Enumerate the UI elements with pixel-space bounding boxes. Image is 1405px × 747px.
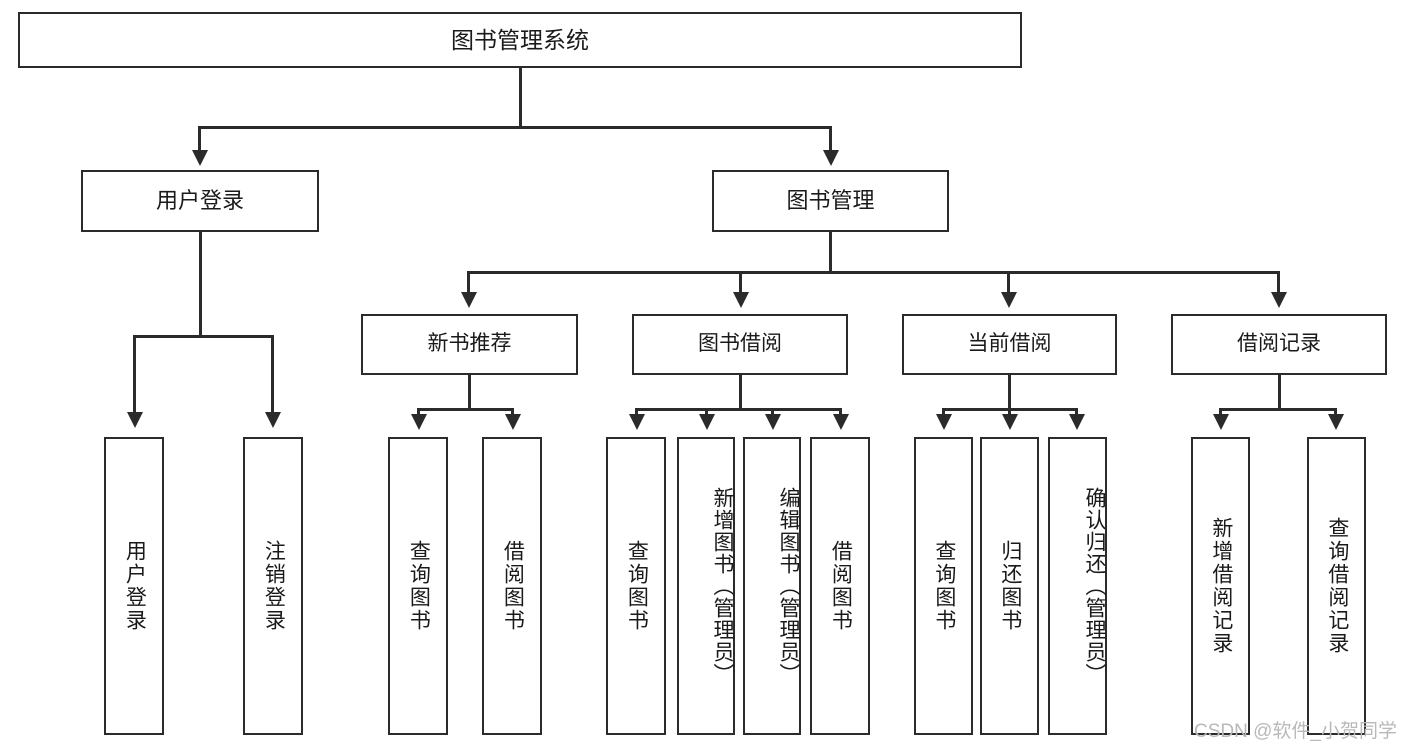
arrow-to-nbr-leaf-2 [505, 414, 521, 430]
leaf-cb-return-book[interactable]: 归还图书 [980, 437, 1039, 735]
connector-user-login-bus [133, 335, 273, 338]
leaf-cb-query-book-label: 查询图书 [932, 540, 956, 632]
arrow-to-bb-leaf-3 [765, 414, 781, 430]
connector-bb-drop-1 [635, 408, 638, 416]
leaf-br-query-record-label: 查询借阅记录 [1325, 517, 1349, 655]
leaf-nbr-query-book[interactable]: 查询图书 [388, 437, 448, 735]
connector-book-management-stem [829, 232, 832, 271]
connector-bm-drop-1 [467, 271, 470, 295]
leaf-bb-borrow-book-label: 借阅图书 [829, 540, 853, 632]
leaf-bb-query-book[interactable]: 查询图书 [606, 437, 666, 735]
connector-cb-stem [1008, 375, 1011, 408]
connector-nbr-drop-1 [417, 408, 420, 416]
connector-cb-drop-3 [1075, 408, 1078, 416]
leaf-br-query-record[interactable]: 查询借阅记录 [1307, 437, 1366, 735]
connector-bb-bus [635, 408, 841, 411]
connector-root-drop-2 [829, 126, 832, 152]
node-root[interactable]: 图书管理系统 [18, 12, 1022, 68]
leaf-br-add-record[interactable]: 新增借阅记录 [1191, 437, 1250, 735]
arrow-to-user-login [192, 150, 208, 166]
connector-user-login-drop-1 [133, 335, 136, 415]
connector-cb-drop-1 [942, 408, 945, 416]
leaf-logout[interactable]: 注销登录 [243, 437, 303, 735]
node-new-book-recommend-label: 新书推荐 [427, 332, 512, 356]
connector-root-drop-1 [198, 126, 201, 152]
node-borrow-record[interactable]: 借阅记录 [1171, 314, 1387, 375]
leaf-logout-label: 注销登录 [262, 540, 286, 632]
connector-br-drop-2 [1334, 408, 1337, 416]
node-book-borrow[interactable]: 图书借阅 [632, 314, 848, 375]
arrow-to-bb-leaf-1 [629, 414, 645, 430]
connector-user-login-drop-2 [271, 335, 274, 415]
arrow-to-cb-leaf-3 [1069, 414, 1085, 430]
arrow-to-cb-leaf-1 [936, 414, 952, 430]
node-book-management-label: 图书管理 [786, 188, 875, 214]
arrow-to-book-management [823, 150, 839, 166]
leaf-user-login-label: 用户登录 [123, 540, 147, 632]
connector-bb-stem [739, 375, 742, 408]
connector-nbr-bus [417, 408, 514, 411]
leaf-bb-borrow-book[interactable]: 借阅图书 [810, 437, 870, 735]
connector-nbr-drop-2 [511, 408, 514, 416]
connector-bm-drop-2 [739, 271, 742, 295]
leaf-br-add-record-label: 新增借阅记录 [1209, 517, 1233, 655]
node-current-borrow-label: 当前借阅 [967, 332, 1052, 356]
node-root-label: 图书管理系统 [451, 26, 589, 53]
connector-bb-drop-3 [771, 408, 774, 416]
csdn-watermark: CSDN @软件_小贺同学 [1194, 721, 1397, 742]
arrow-to-leaf-user-login [127, 412, 143, 428]
leaf-user-login[interactable]: 用户登录 [104, 437, 164, 735]
node-book-borrow-label: 图书借阅 [698, 332, 782, 356]
connector-user-login-stem [199, 232, 202, 335]
connector-br-bus [1219, 408, 1337, 411]
leaf-bb-edit-book-admin-label: 编辑图书（管理员） [777, 487, 800, 685]
connector-root-bus [198, 126, 832, 129]
leaf-cb-return-book-label: 归还图书 [998, 540, 1022, 632]
arrow-to-current-borrow [1001, 292, 1017, 308]
connector-br-drop-1 [1219, 408, 1222, 416]
arrow-to-cb-leaf-2 [1002, 414, 1018, 430]
node-current-borrow[interactable]: 当前借阅 [902, 314, 1117, 375]
leaf-bb-edit-book-admin[interactable]: 编辑图书（管理员） [743, 437, 801, 735]
node-borrow-record-label: 借阅记录 [1237, 332, 1321, 356]
connector-bb-drop-4 [839, 408, 842, 416]
arrow-to-bb-leaf-2 [699, 414, 715, 430]
connector-bm-drop-3 [1007, 271, 1010, 295]
arrow-to-borrow-record [1271, 292, 1287, 308]
arrow-to-bb-leaf-4 [833, 414, 849, 430]
leaf-cb-query-book[interactable]: 查询图书 [914, 437, 973, 735]
arrow-to-br-leaf-1 [1213, 414, 1229, 430]
leaf-nbr-borrow-book-label: 借阅图书 [501, 540, 525, 632]
connector-br-stem [1278, 375, 1281, 408]
connector-bb-drop-2 [705, 408, 708, 416]
leaf-bb-add-book-admin[interactable]: 新增图书（管理员） [677, 437, 735, 735]
connector-bm-drop-4 [1277, 271, 1280, 295]
leaf-cb-confirm-return-admin[interactable]: 确认归还（管理员） [1048, 437, 1107, 735]
connector-cb-drop-2 [1008, 408, 1011, 416]
node-book-management[interactable]: 图书管理 [712, 170, 949, 232]
arrow-to-new-book-recommend [461, 292, 477, 308]
connector-book-management-bus [467, 271, 1279, 274]
leaf-nbr-query-book-label: 查询图书 [407, 540, 431, 632]
connector-nbr-stem [468, 375, 471, 408]
node-user-login[interactable]: 用户登录 [81, 170, 319, 232]
arrow-to-leaf-logout [265, 412, 281, 428]
leaf-nbr-borrow-book[interactable]: 借阅图书 [482, 437, 542, 735]
leaf-cb-confirm-return-admin-label: 确认归还（管理员） [1083, 487, 1106, 685]
node-new-book-recommend[interactable]: 新书推荐 [361, 314, 578, 375]
arrow-to-nbr-leaf-1 [411, 414, 427, 430]
connector-root-stem [519, 68, 522, 126]
leaf-bb-query-book-label: 查询图书 [625, 540, 649, 632]
arrow-to-book-borrow [733, 292, 749, 308]
leaf-bb-add-book-admin-label: 新增图书（管理员） [711, 487, 734, 685]
arrow-to-br-leaf-2 [1328, 414, 1344, 430]
node-user-login-label: 用户登录 [155, 188, 244, 214]
